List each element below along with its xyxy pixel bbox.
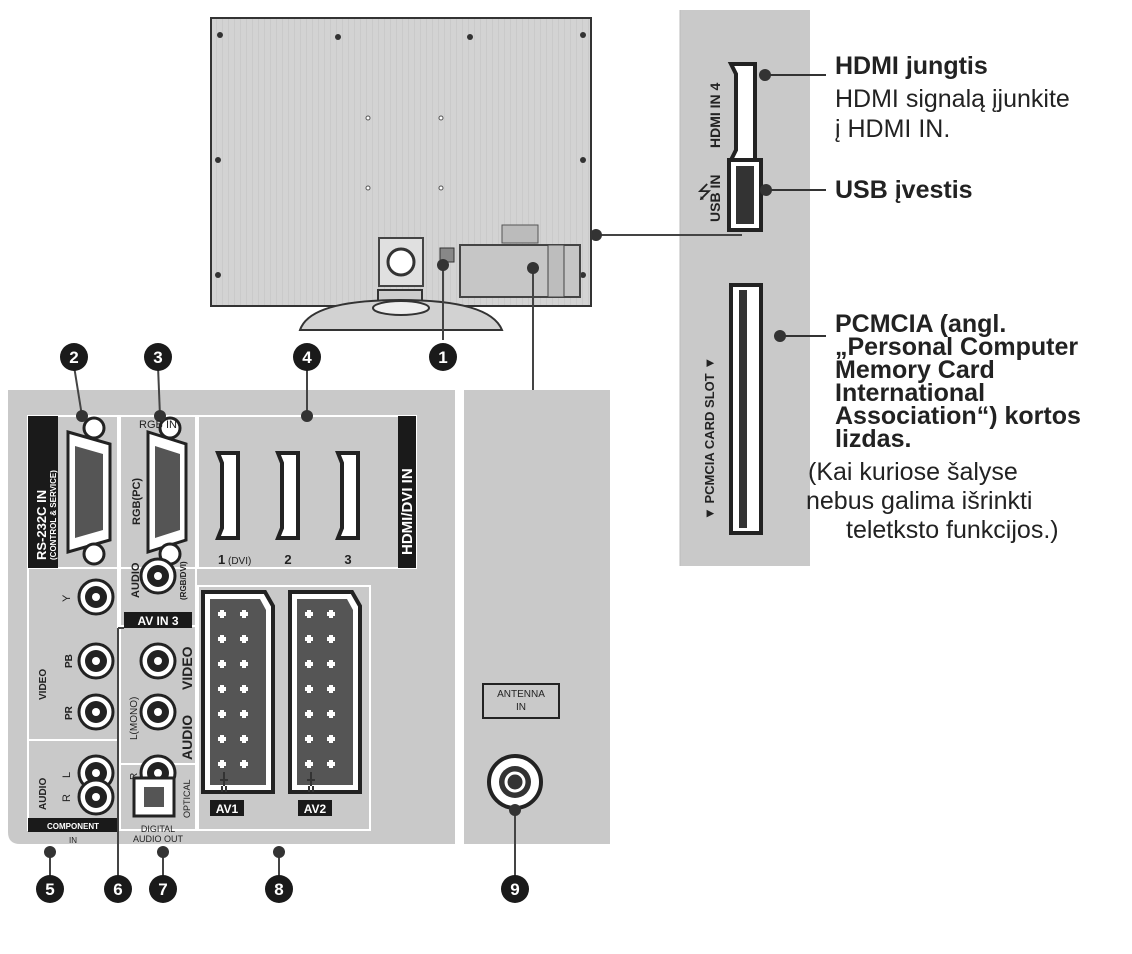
hdmi4-label: HDMI IN 4: [707, 82, 723, 148]
hdmi-2-label: 2: [284, 552, 291, 567]
hdmi-port-3: [335, 451, 360, 540]
av3-audio-label: AUDIO: [179, 715, 195, 760]
av3-l-mono-label: L(MONO): [129, 697, 140, 740]
av1-label: AV1: [216, 802, 239, 816]
pcmcia-title-line-2: „Personal Computer: [835, 333, 1079, 361]
callout-5: 5: [45, 880, 54, 899]
hdmi-1-label: 1: [218, 552, 225, 567]
rs232-sublabel: (CONTROL & SERVICE): [49, 470, 58, 560]
component-y-label: Y: [61, 594, 73, 602]
av1-scart: [201, 590, 275, 794]
pcmcia-slot-label: ▼ PCMCIA CARD SLOT ▼: [702, 357, 717, 520]
digital-audio-out-sub: AUDIO OUT: [133, 834, 184, 844]
callout-3: 3: [153, 348, 162, 367]
audio-r-label: R: [61, 794, 73, 802]
component-video-label: VIDEO: [38, 669, 49, 700]
av3-video-label: VIDEO: [179, 646, 195, 690]
pcmcia-note-line-3: teletksto funkcijos.): [846, 516, 1059, 544]
pcmcia-note-line-2: nebus galima išrinkti: [806, 487, 1033, 515]
hdmi-dvi-in-label: HDMI/DVI IN: [399, 468, 416, 555]
audio-rgb-dvi-label: (RGB/DVI): [179, 561, 188, 600]
callout-1: 1: [438, 348, 447, 367]
tv-back-illustration: [210, 17, 592, 331]
usb-title: USB įvestis: [835, 176, 973, 204]
callout-2: 2: [69, 348, 78, 367]
pcmcia-note: (Kai kuriose šalyse nebus galima išrinkt…: [806, 458, 1059, 545]
rs232-label: RS-232C IN: [34, 490, 49, 560]
component-audio-r-jack: [77, 778, 115, 816]
pcmcia-title-line-3: Memory Card: [835, 356, 995, 384]
rgb-pc-label: RGB(PC): [131, 478, 143, 525]
av3-video-jack: [139, 642, 177, 680]
pcmcia-title-line-5: Association“) kortos: [835, 402, 1081, 430]
hdmi-title: HDMI jungtis: [835, 52, 988, 80]
component-in-sub: IN: [69, 836, 77, 845]
audio-l-label: L: [61, 772, 73, 778]
callout-7: 7: [158, 880, 167, 899]
component-pb-label: PB: [64, 654, 75, 668]
main-connector-panel: [8, 259, 610, 884]
optical-label: OPTICAL: [182, 779, 192, 818]
av1-tuner-symbol: [220, 772, 228, 792]
component-in-label: COMPONENT: [47, 822, 99, 831]
antenna-in-label: IN: [516, 702, 526, 713]
component-audio-label: AUDIO: [38, 778, 49, 810]
pcmcia-title-line-6: lizdas.: [835, 425, 912, 453]
hdmi-port-2: [275, 451, 300, 540]
digital-audio-out-label: DIGITAL: [141, 824, 175, 834]
rgb-audio-jack: [139, 557, 177, 595]
callout-6: 6: [113, 880, 122, 899]
av3-r-label: R: [129, 773, 140, 780]
usb-icon: ⭍: [697, 182, 712, 202]
component-pb-jack: [77, 642, 115, 680]
pcmcia-note-line-1: (Kai kuriose šalyse: [808, 458, 1018, 486]
hdmi-port-1: [215, 451, 240, 540]
av2-label: AV2: [304, 802, 327, 816]
hdmi-desc-line-1: HDMI signalą įjunkite: [835, 85, 1070, 113]
av3-audio-l-jack: [139, 693, 177, 731]
pcmcia-title-line-1: PCMCIA (angl.: [835, 310, 1007, 338]
usb-label: USB IN: [707, 175, 723, 222]
hdmi-1-sublabel: (DVI): [228, 556, 251, 567]
hdmi4-port: [727, 62, 757, 162]
hdmi-desc-line-2: į HDMI IN.: [835, 115, 951, 143]
av2-tuner-symbol: [307, 772, 315, 792]
audio-rgb-label: AUDIO: [130, 562, 142, 598]
antenna-label: ANTENNA: [497, 689, 545, 700]
av-in3-label: AV IN 3: [137, 614, 178, 628]
av2-scart: [288, 590, 362, 794]
side-connector-panel: [590, 10, 826, 566]
rgb-in-label: RGB IN: [139, 419, 177, 431]
callout-9: 9: [510, 880, 519, 899]
component-pr-jack: [77, 693, 115, 731]
component-pr-label: PR: [64, 705, 75, 720]
pcmcia-title-line-4: International: [835, 379, 986, 407]
callout-8: 8: [274, 880, 283, 899]
component-y-jack: [77, 578, 115, 616]
hdmi-3-label: 3: [344, 552, 351, 567]
callout-4: 4: [302, 348, 312, 367]
pcmcia-title: PCMCIA (angl. „Personal Computer Memory …: [835, 310, 1081, 453]
